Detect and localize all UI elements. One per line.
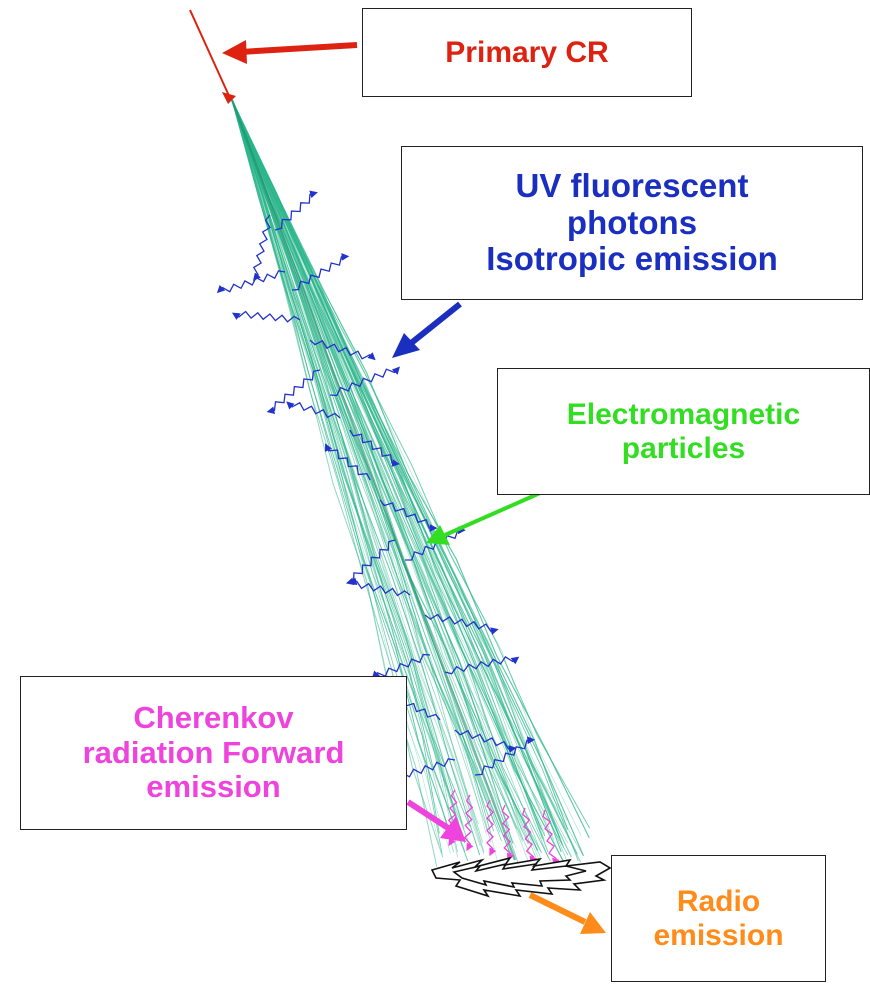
shower-track — [231, 99, 517, 830]
cherenkov-photon-arrow-icon — [501, 804, 515, 862]
uv-photon-arrow-icon — [345, 539, 396, 586]
shower-track — [231, 99, 485, 855]
shower-track — [231, 99, 493, 839]
shower-track — [231, 99, 468, 842]
cherenkov-label-line-2: radiation Forward — [82, 734, 345, 770]
radio-label-box: Radio emission — [611, 855, 826, 982]
uv-photon-arrow-icon — [329, 366, 400, 397]
uv-photon-arrow-icon — [216, 270, 286, 294]
primary-cr-track — [189, 9, 231, 99]
uv-photon-arrow-icon — [309, 339, 376, 361]
uv-photon-arrow-icon — [474, 736, 536, 776]
cherenkov-pointer-arrow — [406, 799, 466, 842]
uv-photon-arrow-icon — [266, 369, 321, 415]
shower-track — [231, 99, 469, 862]
uv-photon-arrow-icon — [371, 653, 431, 679]
shower-track — [231, 99, 524, 842]
uv-photon-arrow-icon — [405, 526, 466, 561]
uv-photon-arrow-icon — [252, 214, 271, 282]
uv-photon-arrow-icon — [348, 577, 411, 597]
cherenkov-photon-arrow-icon — [463, 794, 474, 852]
radio-pointer-arrow — [528, 892, 606, 934]
uv-photon-arrow-icon — [444, 656, 520, 675]
shower-core — [230, 99, 517, 861]
uv-label-line-1: UV fluorescent — [515, 166, 749, 204]
uv-photon-arrow-icon — [324, 443, 371, 481]
em-label-line-1: Electromagnetic — [566, 397, 801, 431]
shower-track — [231, 99, 459, 858]
primary-cr-label-box: Primary CR — [362, 8, 692, 97]
primary-cr-pointer-arrow — [222, 40, 358, 64]
radio-front-icon — [430, 856, 612, 898]
shower-track — [231, 99, 582, 837]
uv-photon-arrow-icon — [349, 429, 400, 467]
uv-photon-arrow-icon — [291, 253, 350, 291]
uv-photon-arrow-icon — [424, 613, 499, 635]
em-label-line-2: particles — [621, 431, 746, 465]
em-label-box: Electromagnetic particles — [497, 368, 870, 495]
shower-track — [231, 99, 545, 841]
uv-photon-arrow-icon — [454, 729, 517, 753]
cherenkov-photon-arrow-icon — [542, 809, 560, 867]
shower-track — [231, 99, 569, 856]
shower-track — [231, 99, 591, 829]
uv-pointer-arrow — [392, 301, 462, 358]
uv-photon-arrow-icon — [286, 401, 341, 419]
radio-label-line-2: emission — [653, 918, 784, 952]
primary-cr-label: Primary CR — [445, 35, 609, 69]
cherenkov-label-line-1: Cherenkov — [133, 699, 294, 735]
shower-track — [231, 99, 481, 856]
cherenkov-label-line-3: emission — [146, 769, 281, 805]
shower-track — [231, 99, 562, 853]
cherenkov-photon-arrow-icon — [521, 807, 537, 865]
radio-label-line-1: Radio — [676, 884, 761, 918]
uv-photon-arrow-icon — [274, 190, 318, 231]
uv-photon-arrow-icon — [379, 499, 438, 532]
shower-track — [231, 99, 541, 858]
primary-cr-track-arrowhead — [222, 92, 236, 104]
shower-track — [231, 99, 563, 845]
uv-photon-arrow-icon — [231, 310, 301, 323]
em-pointer-arrow — [426, 491, 541, 545]
particle-shower — [230, 99, 591, 867]
shower-track — [231, 99, 485, 853]
uv-label-line-3: Isotropic emission — [486, 240, 778, 278]
uv-label-box: UV fluorescent photons Isotropic emissio… — [401, 146, 863, 300]
cherenkov-label-box: Cherenkov radiation Forward emission — [20, 676, 407, 830]
shower-track — [231, 99, 495, 832]
uv-label-line-2: photons — [566, 203, 698, 241]
cherenkov-photon-arrow-icon — [486, 799, 497, 857]
